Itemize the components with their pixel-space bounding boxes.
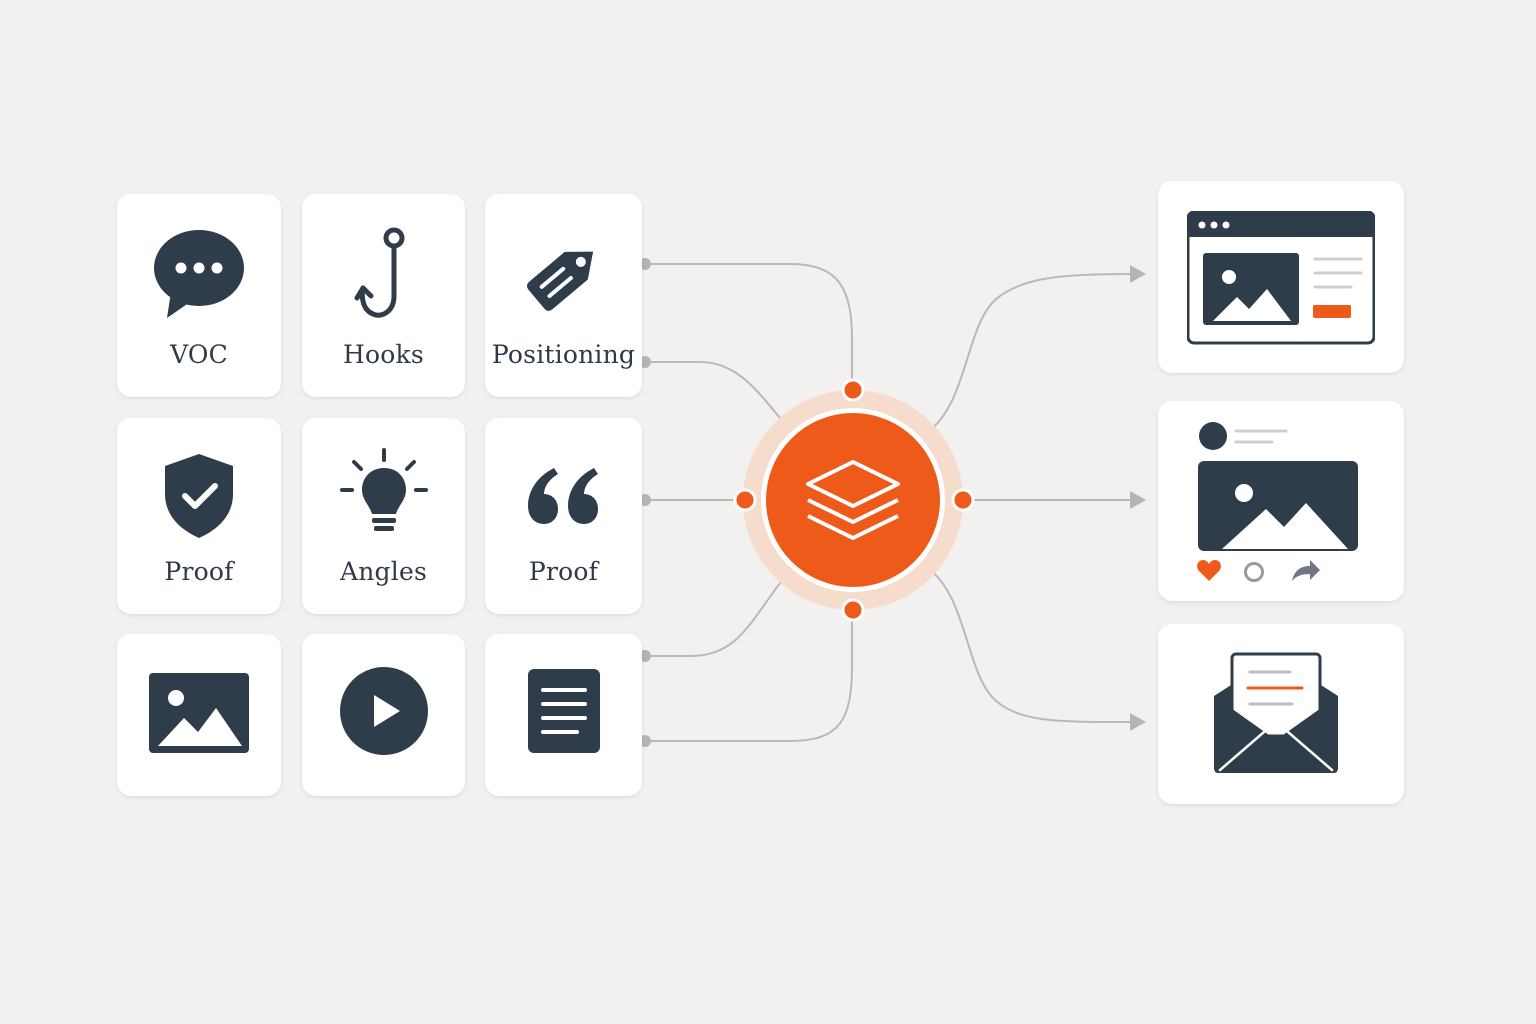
output-web-page xyxy=(1158,181,1404,373)
card-video xyxy=(302,634,465,796)
connector-doc-top xyxy=(645,569,791,657)
card-image xyxy=(117,634,281,796)
connector-dot xyxy=(639,650,651,662)
connector-positioning-top xyxy=(645,263,853,390)
card-voc: VOC xyxy=(117,194,281,397)
card-hooks: Hooks xyxy=(302,194,465,397)
card-positioning: Positioning xyxy=(485,194,642,397)
arrowhead xyxy=(1130,713,1146,731)
connector-doc-bottom xyxy=(645,610,853,742)
hub-core xyxy=(766,413,940,587)
arrowhead xyxy=(1130,265,1146,283)
card-document xyxy=(485,634,642,796)
email-icon xyxy=(1214,652,1338,773)
card-proof-shield: Proof xyxy=(117,418,281,614)
play-icon xyxy=(339,667,428,755)
arrowhead xyxy=(1130,491,1146,509)
quote-icon xyxy=(527,468,598,524)
document-icon xyxy=(527,669,600,753)
hub-port-left xyxy=(733,488,757,512)
hub-port-bottom xyxy=(841,598,865,622)
output-social-post xyxy=(1158,401,1404,601)
lightbulb-icon xyxy=(339,448,428,531)
card-angles: Angles xyxy=(302,418,465,614)
connector-dot xyxy=(639,494,651,506)
speech-bubble-icon xyxy=(154,230,244,318)
card-label: Proof xyxy=(528,557,599,586)
connector-dot xyxy=(639,735,651,747)
connector-out-bottom xyxy=(927,567,1131,723)
layers-icon xyxy=(806,460,900,540)
connector-positioning-bottom xyxy=(645,361,791,431)
card-label: Proof xyxy=(164,557,234,586)
connector-dot xyxy=(639,356,651,368)
connector-out-top xyxy=(927,273,1131,433)
hub-port-right xyxy=(951,488,975,512)
share-icon xyxy=(1292,560,1320,581)
shield-check-icon xyxy=(165,454,233,538)
connector-dot xyxy=(639,258,651,270)
heart-icon xyxy=(1197,560,1221,581)
comment-icon xyxy=(1244,562,1264,582)
social-post-icon xyxy=(1197,422,1358,582)
hub-port-top xyxy=(841,378,865,402)
hook-icon xyxy=(354,227,404,318)
card-label: Hooks xyxy=(343,340,424,369)
image-icon xyxy=(149,673,249,753)
web-page-icon xyxy=(1187,211,1375,345)
card-label: Positioning xyxy=(491,340,636,369)
price-tag-icon xyxy=(526,251,593,311)
card-label: VOC xyxy=(170,340,228,369)
card-label: Angles xyxy=(340,557,427,586)
output-email xyxy=(1158,624,1404,804)
card-proof-quote: Proof xyxy=(485,418,642,614)
